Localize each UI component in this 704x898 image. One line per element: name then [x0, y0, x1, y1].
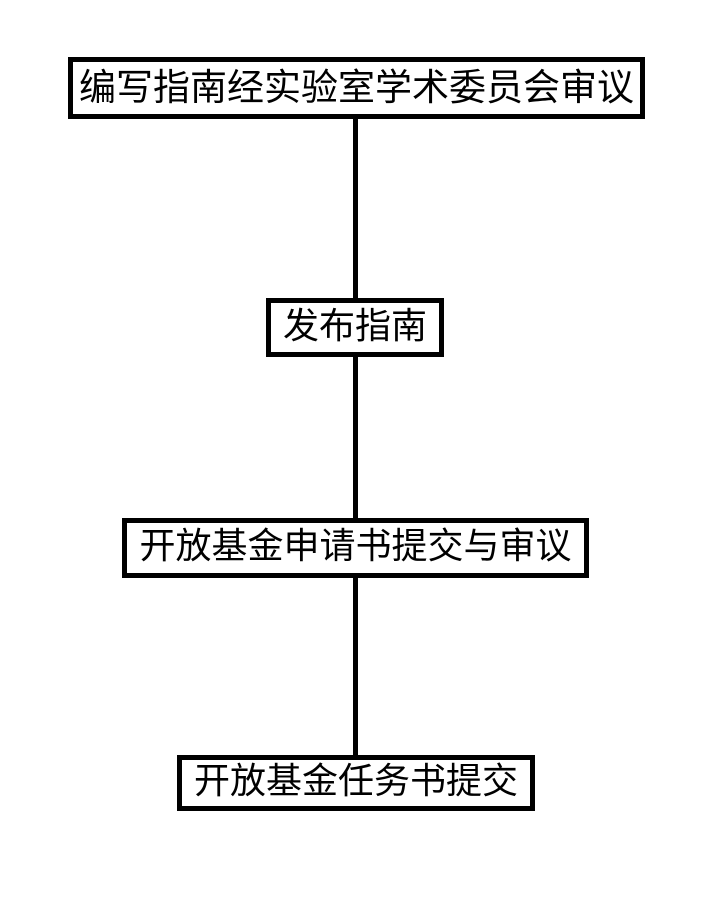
- flow-node-label: 开放基金任务书提交: [193, 761, 518, 802]
- flow-node-label: 发布指南: [282, 305, 427, 347]
- flow-node-label: 开放基金申请书提交与审议: [139, 526, 572, 567]
- flow-node-task-book-submission[interactable]: 开放基金任务书提交: [177, 755, 535, 811]
- connector-node2-to-node3: [353, 573, 358, 760]
- flow-node-label: 编写指南经实验室学术委员会审议: [79, 65, 634, 109]
- connector-node0-to-node1: [353, 114, 358, 303]
- flow-node-publish-guidelines[interactable]: 发布指南: [266, 298, 444, 357]
- flow-node-application-submission-review[interactable]: 开放基金申请书提交与审议: [122, 518, 589, 578]
- connector-node1-to-node2: [353, 352, 358, 523]
- flow-node-committee-review[interactable]: 编写指南经实验室学术委员会审议: [68, 57, 645, 119]
